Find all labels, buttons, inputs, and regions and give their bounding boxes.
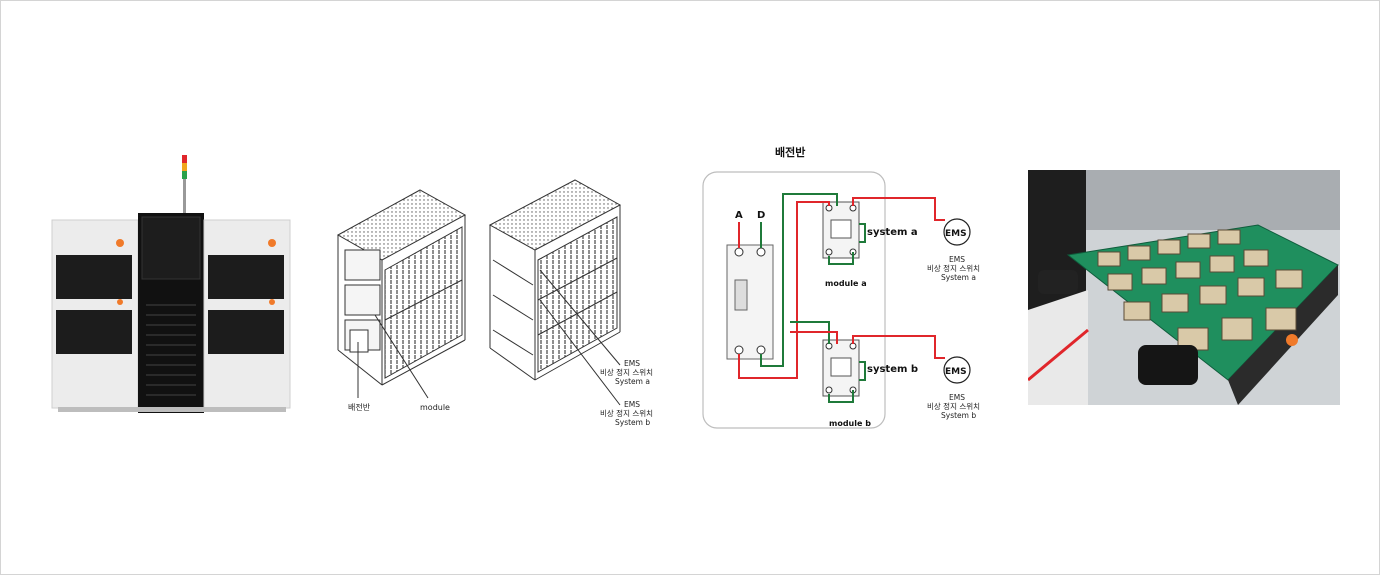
terminal-a: A	[735, 210, 743, 221]
label-ems-a-3: System a	[615, 377, 650, 386]
test-tray-photo	[1028, 170, 1340, 405]
wiring-title: 배전반	[775, 145, 805, 159]
ems-a-line1: EMS	[949, 255, 965, 264]
ems-b-line3: System b	[941, 411, 976, 420]
main-breaker	[726, 244, 774, 360]
ems-b-line1: EMS	[949, 393, 965, 402]
ems-a-line2: 비상 정지 스위치	[927, 263, 980, 273]
ems-button-a-label: EMS	[945, 229, 967, 239]
ems-b-line2: 비상 정지 스위치	[927, 401, 980, 411]
panel-enclosure	[702, 171, 886, 429]
ems-a-line3: System a	[941, 273, 976, 282]
module-a-label: module a	[825, 279, 867, 288]
system-a-label: system a	[867, 227, 918, 238]
module-b-label: module b	[829, 419, 871, 428]
label-module: module	[420, 403, 450, 412]
equipment-photo	[51, 155, 291, 413]
wiring-diagram: 배전반 A D module a system a module b syste…	[702, 145, 980, 429]
label-ems-b-3: System b	[615, 418, 650, 427]
ems-button-a	[943, 218, 971, 246]
system-b-label: system b	[867, 364, 918, 375]
label-ems-a-1: EMS	[624, 359, 640, 368]
ems-button-b-label: EMS	[945, 367, 967, 377]
label-panel: 배전반	[348, 402, 371, 412]
terminal-d: D	[757, 210, 765, 221]
label-ems-b-1: EMS	[624, 400, 640, 409]
ems-button-b	[943, 356, 971, 384]
test-sockets	[1097, 229, 1303, 351]
label-ems-a-2: 비상 정지 스위치	[600, 367, 653, 377]
wires	[738, 193, 945, 403]
rack-illustrations: 배전반 module EMS 비상 정지 스위치 System a EMS 비상…	[336, 179, 653, 427]
label-ems-b-2: 비상 정지 스위치	[600, 408, 653, 418]
